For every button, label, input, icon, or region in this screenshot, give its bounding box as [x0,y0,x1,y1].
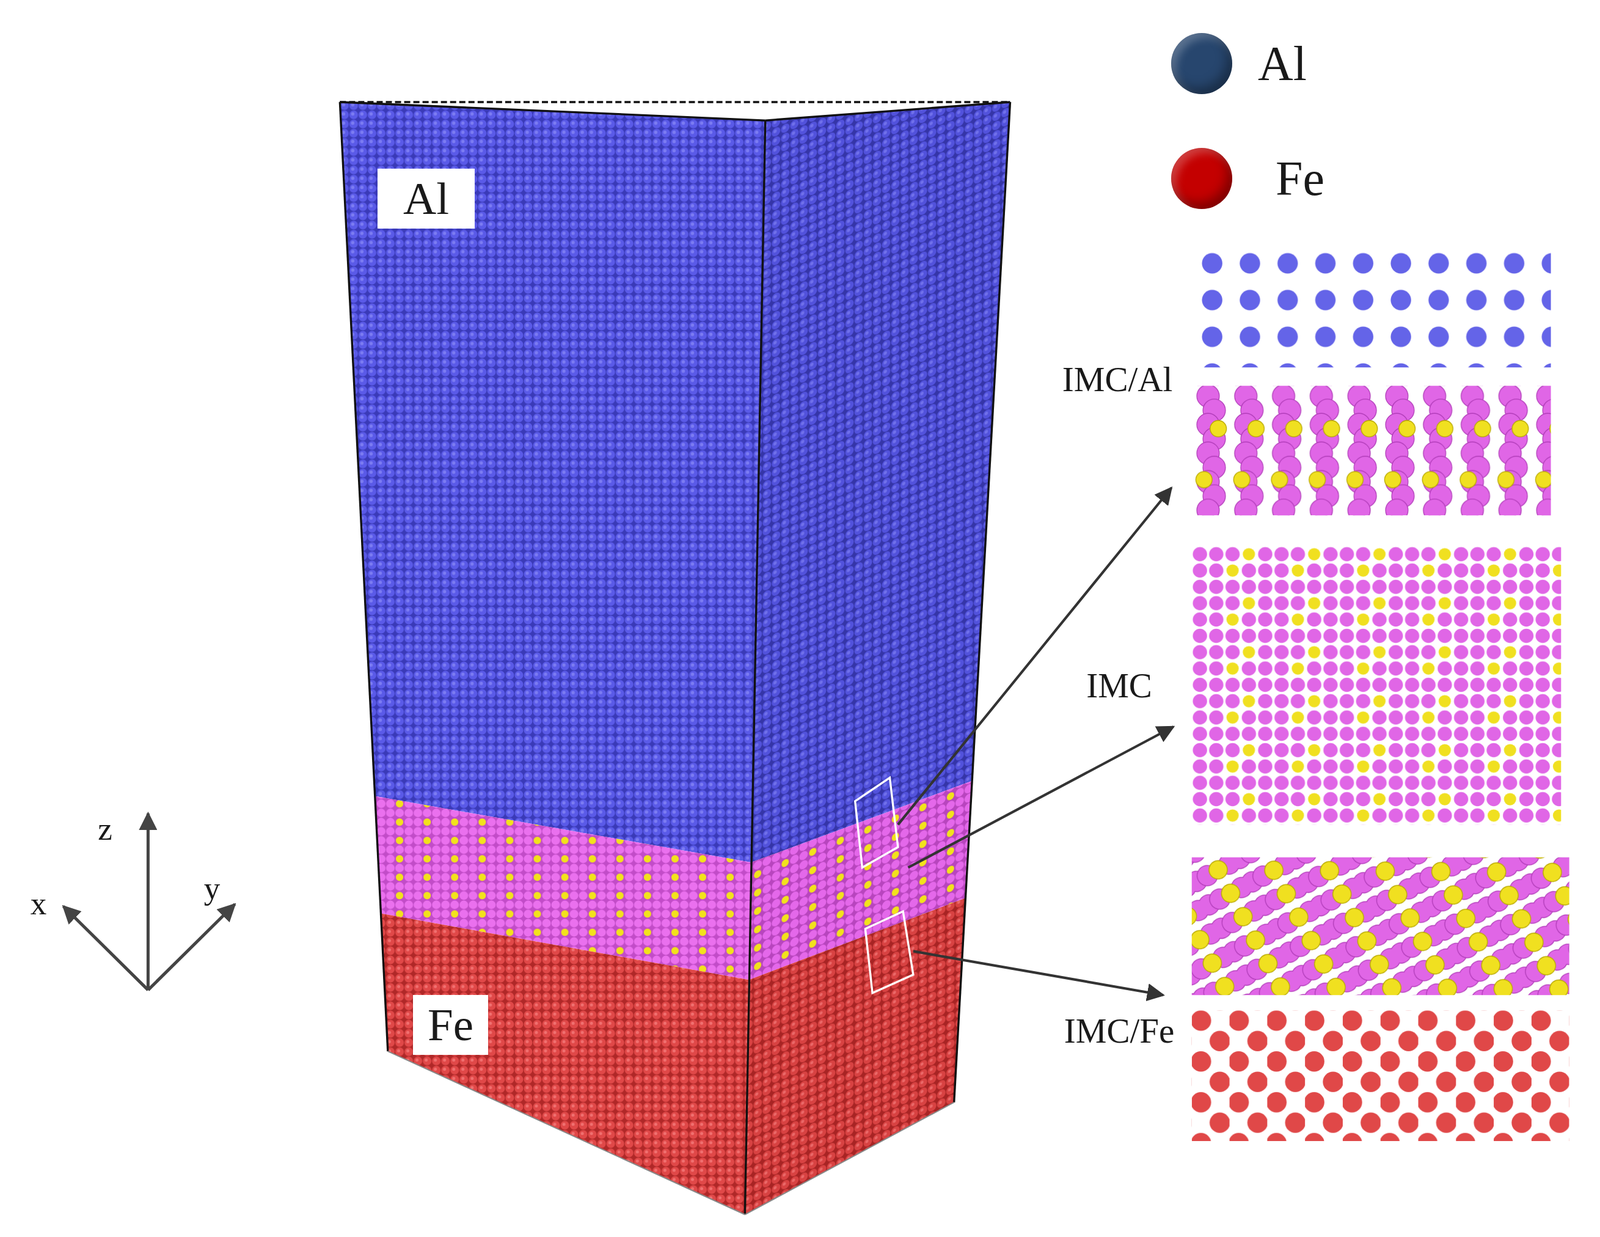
interface-label: IMC [1086,666,1153,706]
region-label: Fe [427,998,474,1051]
region-label: Al [403,172,450,225]
axis-label: y [204,869,221,906]
legend-text: Fe [1275,151,1325,206]
region-label-box: Al [377,168,475,229]
axis-label: z [97,810,113,847]
legend-swatch [1171,147,1233,209]
axis-label: x [30,885,48,921]
legend-swatch [1171,32,1233,95]
interface-label: IMC/Fe [1064,1011,1175,1051]
interface-label: IMC/Al [1062,360,1173,399]
region-label-box: Fe [412,994,489,1055]
legend-text: Al [1257,36,1307,91]
